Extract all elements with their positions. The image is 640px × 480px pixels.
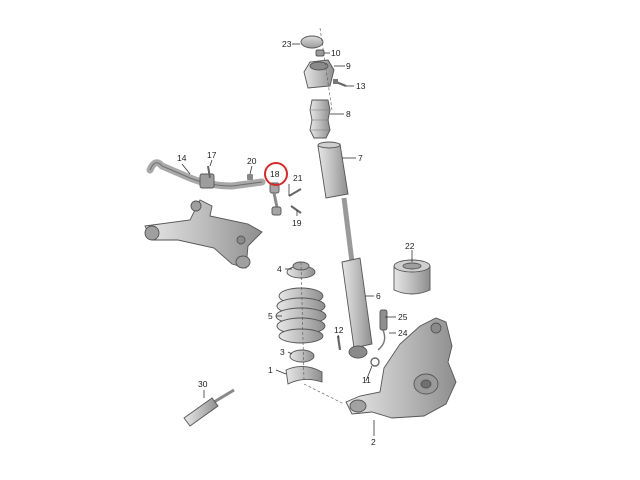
callout-labels: 23 10 9 13 8 7 14 17 20 18 21 19 22 4 6 … bbox=[177, 39, 415, 447]
callout-10: 10 bbox=[331, 48, 341, 58]
part-18-stabilizer-link bbox=[269, 182, 282, 216]
part-25-24-sensor bbox=[377, 309, 388, 351]
part-5-coil-spring bbox=[275, 287, 327, 344]
part-22-bushing bbox=[393, 259, 431, 295]
part-3-lower-spring-seat bbox=[289, 349, 315, 363]
callout-23: 23 bbox=[282, 39, 292, 49]
callout-24: 24 bbox=[398, 328, 408, 338]
part-6-shock-absorber bbox=[341, 197, 373, 359]
callout-20: 20 bbox=[247, 156, 257, 166]
callout-13: 13 bbox=[356, 81, 366, 91]
callout-30: 30 bbox=[198, 379, 208, 389]
callout-3: 3 bbox=[280, 347, 285, 357]
callout-7: 7 bbox=[358, 153, 363, 163]
part-13-bolt bbox=[333, 79, 347, 88]
callout-22: 22 bbox=[405, 241, 415, 251]
callout-25: 25 bbox=[398, 312, 408, 322]
callout-11: 11 bbox=[362, 375, 371, 385]
leader-lines bbox=[181, 27, 413, 436]
part-10-nut bbox=[315, 49, 325, 57]
part-12-bolt bbox=[336, 335, 342, 351]
callout-6: 6 bbox=[376, 291, 381, 301]
part-1-spring-pad bbox=[285, 366, 323, 385]
callout-4: 4 bbox=[277, 264, 282, 274]
callout-8: 8 bbox=[346, 109, 351, 119]
callout-5: 5 bbox=[268, 311, 273, 321]
part-21-bolt bbox=[288, 188, 302, 197]
callout-21: 21 bbox=[293, 173, 303, 183]
part-2-wheel-carrier bbox=[345, 317, 457, 419]
callout-18: 18 bbox=[270, 169, 280, 179]
part-17-bolt bbox=[207, 165, 211, 179]
part-14-stabilizer-bar bbox=[146, 159, 266, 190]
callout-19: 19 bbox=[292, 218, 302, 228]
part-9-top-mount bbox=[303, 59, 335, 89]
part-11-bolt bbox=[370, 357, 380, 367]
part-7-dust-boot bbox=[317, 141, 349, 199]
callout-14: 14 bbox=[177, 153, 187, 163]
callout-2: 2 bbox=[371, 437, 376, 447]
highlight-ring-18 bbox=[264, 162, 288, 186]
part-19-bolt bbox=[290, 205, 302, 214]
callout-1: 1 bbox=[268, 365, 273, 375]
part-23-cap bbox=[300, 35, 324, 49]
callout-12: 12 bbox=[334, 325, 344, 335]
callout-17: 17 bbox=[207, 150, 217, 160]
part-8-bump-stop bbox=[309, 99, 331, 139]
lower-control-arm bbox=[144, 199, 263, 269]
part-30-tool bbox=[183, 388, 235, 427]
callout-9: 9 bbox=[346, 61, 351, 71]
part-20-nut bbox=[247, 174, 253, 180]
